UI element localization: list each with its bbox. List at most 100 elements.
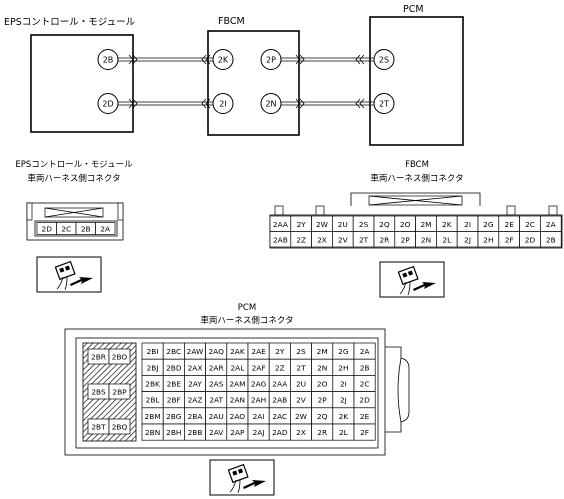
connector-pin-cell: 2BQ bbox=[108, 418, 131, 435]
pin-label: 2BM bbox=[145, 412, 161, 421]
pin-label: 2Y bbox=[297, 220, 307, 229]
pin-label: 2AS bbox=[209, 380, 224, 389]
connector-pin-cell: 2X bbox=[311, 231, 333, 248]
connector-pin-cell: 2AK bbox=[226, 342, 249, 360]
pin-label: 2BO bbox=[112, 353, 128, 362]
pin-label: 2BC bbox=[166, 347, 181, 356]
connector-pin-cell: 2BO bbox=[108, 348, 131, 365]
connector-pin-cell: 2I bbox=[332, 375, 355, 392]
connector-pin-cell: 2D bbox=[36, 222, 57, 235]
connector-pin-cell: 2AR bbox=[205, 358, 228, 376]
connector-pin-cell: 2X bbox=[290, 423, 312, 441]
pin-label: 2C bbox=[525, 220, 535, 229]
connector-pin-cell: 2E bbox=[498, 215, 520, 232]
connector-pin-cell: 2AU bbox=[205, 407, 228, 425]
connector-pin-cell: 2A bbox=[353, 342, 376, 360]
connector-pin-cell: 2W bbox=[311, 215, 333, 232]
connector-pin-cell: 2B bbox=[353, 358, 376, 376]
connector-pin-cell: 2BN bbox=[141, 423, 164, 441]
connector-pin-cell: 2AL bbox=[226, 358, 249, 376]
pin-label: 2BF bbox=[167, 396, 181, 405]
pin-label: 2AE bbox=[251, 347, 266, 356]
pin-label: 2AP bbox=[230, 428, 245, 437]
connector-pin-cell: 2BM bbox=[141, 407, 164, 425]
connector-pin-cell: 2AM bbox=[226, 375, 249, 392]
pin-label: 2BS bbox=[91, 388, 106, 397]
pin-label: 2BN bbox=[145, 428, 160, 437]
pin-label: 2G bbox=[483, 220, 494, 229]
connector-pin-cell: 2BE bbox=[162, 375, 185, 392]
fbcm-box bbox=[207, 30, 300, 136]
pin-label: 2S bbox=[296, 347, 306, 356]
pin-label: 2R bbox=[317, 428, 327, 437]
connector-pin-cell: 2V bbox=[290, 391, 312, 409]
pin-label: 2X bbox=[296, 428, 306, 437]
pin-label: 2AU bbox=[209, 412, 224, 421]
connector-pin-cell: 2AV bbox=[205, 423, 228, 441]
pin-label: 2BD bbox=[166, 363, 182, 372]
pin-label: 2V bbox=[338, 235, 348, 244]
connector-pin-cell: 2AJ bbox=[247, 423, 270, 441]
connector-pin-cell: 2R bbox=[373, 231, 396, 248]
pin-label: 2AB bbox=[272, 396, 287, 405]
eps-connector-subtitle: 車両ハーネス側コネクタ bbox=[27, 173, 120, 184]
connector-pin-cell: 2Q bbox=[373, 215, 396, 232]
connector-pin-cell: 2AN bbox=[226, 391, 249, 409]
pin-label: 2M bbox=[317, 347, 328, 356]
connector-pin-cell: 2H bbox=[332, 358, 355, 376]
pin-label: 2N bbox=[421, 235, 431, 244]
connector-pin-cell: 2Y bbox=[268, 342, 291, 360]
connector-pin-cell: 2BI bbox=[141, 342, 164, 360]
connector-pin-cell: 2F bbox=[353, 423, 376, 441]
pin-label: 2AT bbox=[209, 396, 223, 405]
pin-label: 2E bbox=[360, 412, 370, 421]
pin-label: 2AF bbox=[252, 363, 266, 372]
pin-label: 2X bbox=[317, 235, 327, 244]
connector-pin-cell: 2P bbox=[394, 231, 416, 248]
connector-pin-cell: 2R bbox=[311, 423, 334, 441]
pin-label: 2K bbox=[218, 56, 229, 65]
connector-pin-cell: 2BD bbox=[162, 358, 185, 376]
connector-pin-cell: 2P bbox=[311, 391, 334, 409]
pcm-box bbox=[369, 16, 464, 146]
pin-label: 2Y bbox=[275, 347, 285, 356]
connector-pin-cell: 2BJ bbox=[141, 358, 164, 376]
connector-pin-cell: 2AE bbox=[247, 342, 270, 360]
connector-pin-cell: 2J bbox=[456, 231, 479, 248]
pin-label: 2P bbox=[318, 396, 328, 405]
fbcm-pin-2n: 2N bbox=[260, 93, 282, 114]
pin-label: 2F bbox=[360, 428, 369, 437]
connector-pin-cell: 2L bbox=[436, 231, 458, 248]
connector-pin-cell: 2AA bbox=[268, 375, 291, 392]
pin-label: 2BR bbox=[91, 353, 106, 362]
pin-label: 2W bbox=[316, 220, 329, 229]
pin-label: 2O bbox=[400, 220, 411, 229]
pin-label: 2AJ bbox=[253, 428, 265, 437]
eps-module-box bbox=[30, 34, 134, 133]
connector-pin-cell: 2J bbox=[332, 391, 355, 409]
pin-label: 2R bbox=[379, 235, 389, 244]
pin-label: 2Z bbox=[296, 235, 306, 244]
pin-label: 2H bbox=[483, 235, 493, 244]
connector-pin-cell: 2AD bbox=[268, 423, 291, 441]
pin-label: 2J bbox=[464, 235, 471, 244]
eps-module-label: EPSコントロール・モジュール bbox=[4, 17, 136, 28]
pin-label: 2K bbox=[339, 412, 349, 421]
connector-pin-cell: 2BS bbox=[87, 383, 110, 400]
connector-pin-cell: 2AB bbox=[269, 231, 292, 248]
pin-label: 2D bbox=[359, 396, 370, 405]
pin-label: 2I bbox=[464, 220, 471, 229]
pin-label: 2BK bbox=[145, 380, 160, 389]
connector-pin-cell: 2M bbox=[311, 342, 334, 360]
pin-label: 2B bbox=[360, 363, 370, 372]
connector-pin-cell: 2AZ bbox=[184, 391, 206, 409]
pin-label: 2N bbox=[265, 100, 276, 109]
pin-label: 2P bbox=[401, 235, 411, 244]
fbcm-pin-2p: 2P bbox=[260, 49, 282, 70]
connector-pin-cell: 2W bbox=[290, 407, 312, 425]
eps-connector-viewpoint-icon bbox=[36, 256, 102, 293]
pin-label: 2V bbox=[296, 396, 306, 405]
pin-label: 2AK bbox=[230, 347, 245, 356]
connector-pin-cell: 2M bbox=[415, 215, 437, 232]
